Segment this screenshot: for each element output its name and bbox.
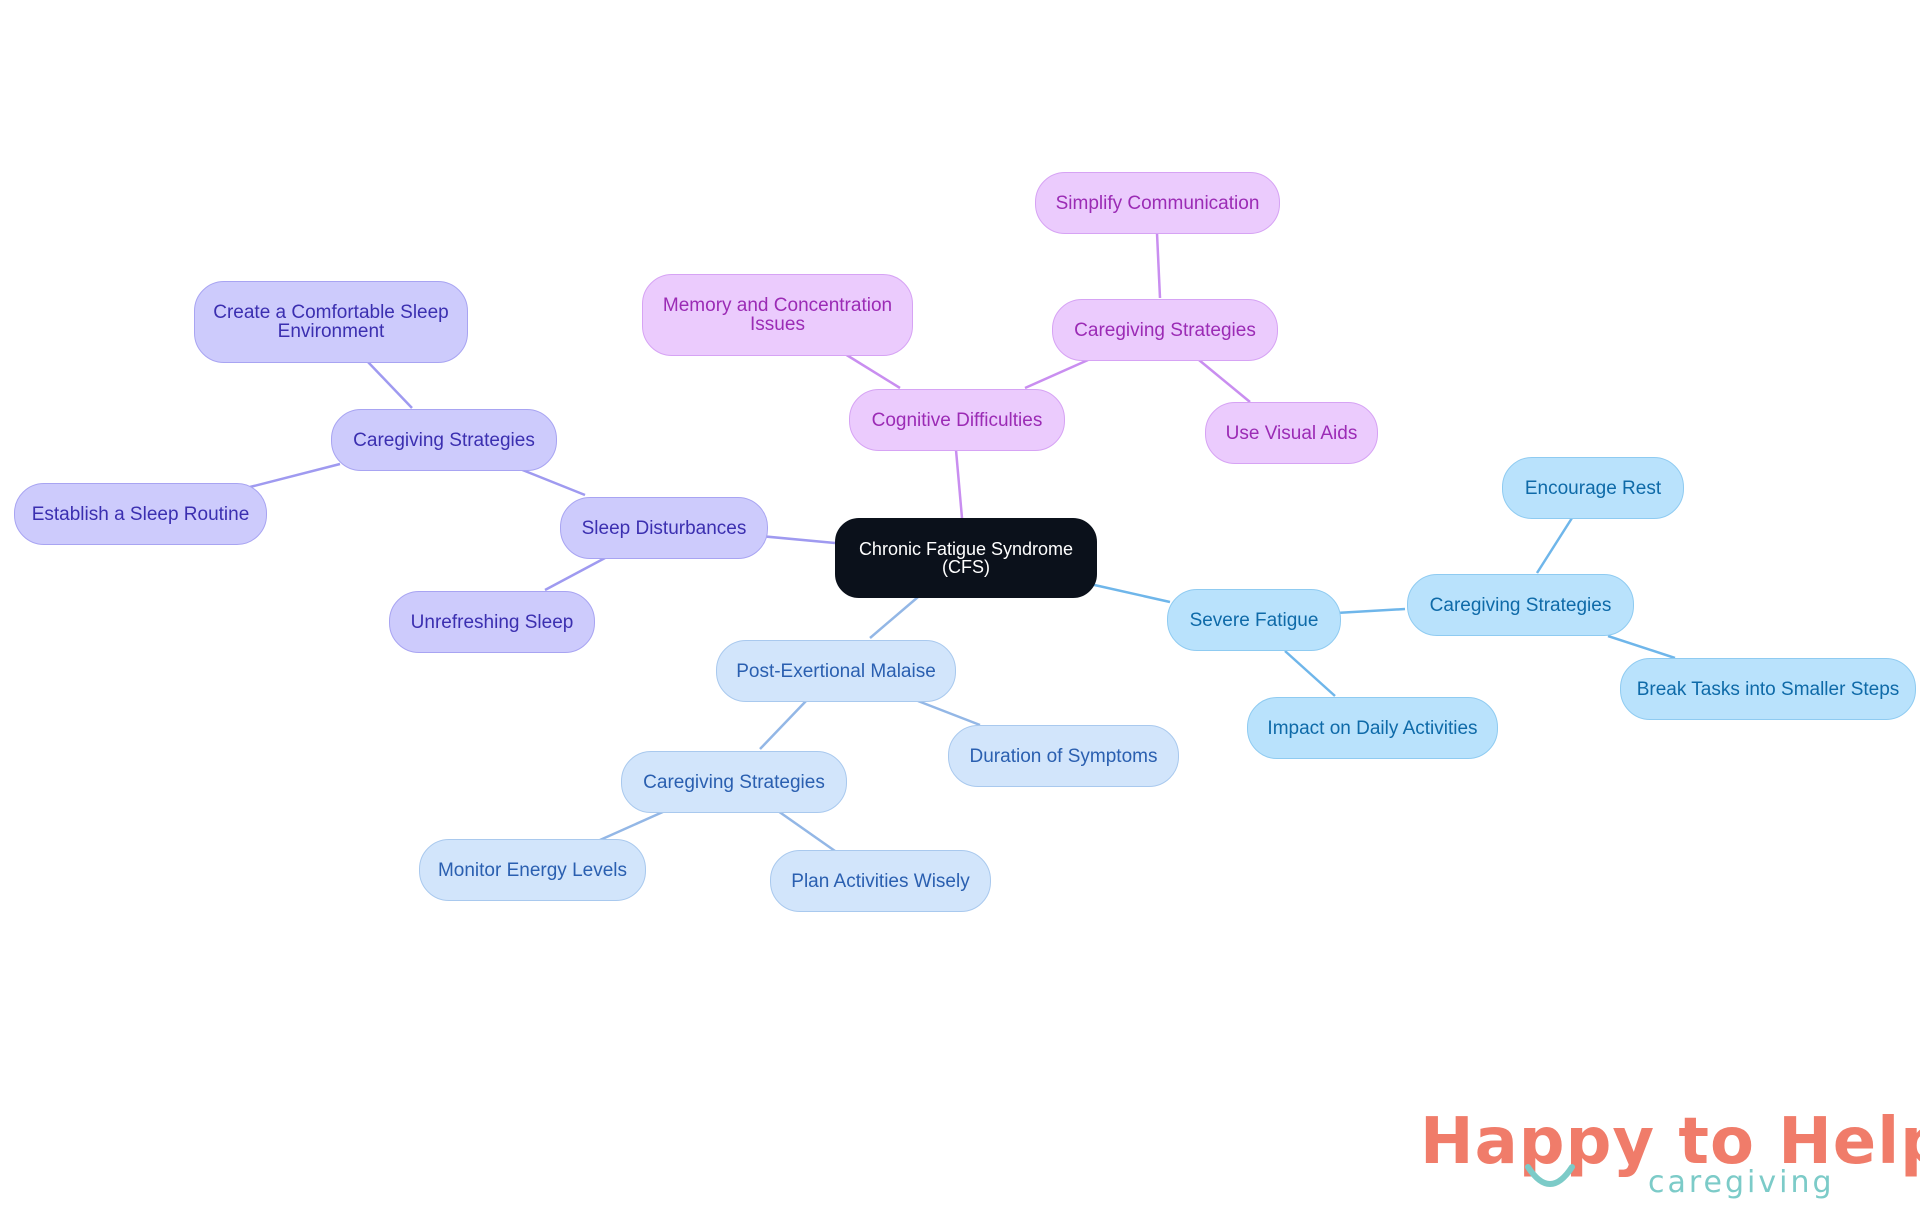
- logo-wordmark: Happy to Help: [1420, 1105, 1920, 1179]
- link-sleep-strategies: [519, 467, 586, 497]
- link-sleep-unrefreshing: [544, 556, 606, 592]
- node-fatigue-caregiving-strategies[interactable]: Caregiving Strategies: [1407, 574, 1634, 636]
- link-fat-impact: [1284, 650, 1336, 697]
- node-break-tasks[interactable]: Break Tasks into Smaller Steps: [1620, 658, 1916, 720]
- node-unrefreshing-sleep[interactable]: Unrefreshing Sleep: [389, 591, 595, 653]
- link-pem-strat-monitor: [599, 809, 666, 842]
- node-plan-activities-wisely[interactable]: Plan Activities Wisely: [770, 850, 991, 912]
- link-fat-strategies: [1335, 607, 1406, 615]
- link-sleep-strat-routine: [249, 462, 341, 489]
- link-fat-strat-rest: [1535, 517, 1574, 574]
- link-cog-memory: [844, 352, 901, 390]
- node-sleep-comfortable-environment[interactable]: Create a Comfortable Sleep Environment: [194, 281, 468, 363]
- node-memory-concentration[interactable]: Memory and Concentration Issues: [642, 274, 913, 356]
- node-severe-fatigue[interactable]: Severe Fatigue: [1167, 589, 1341, 651]
- link-center-pem: [869, 596, 919, 639]
- link-pem-duration: [917, 699, 981, 727]
- link-cog-strat-simplify: [1155, 232, 1162, 299]
- link-center-cognitive: [954, 449, 964, 519]
- node-pem-caregiving-strategies[interactable]: Caregiving Strategies: [621, 751, 847, 813]
- node-sleep-routine[interactable]: Establish a Sleep Routine: [14, 483, 267, 545]
- link-fat-strat-break: [1607, 634, 1676, 660]
- node-cognitive-caregiving-strategies[interactable]: Caregiving Strategies: [1052, 299, 1278, 361]
- node-monitor-energy-levels[interactable]: Monitor Energy Levels: [419, 839, 646, 901]
- link-sleep-strat-comfortable: [367, 361, 413, 409]
- link-pem-strategies: [759, 700, 807, 750]
- node-sleep-caregiving-strategies[interactable]: Caregiving Strategies: [331, 409, 557, 471]
- node-cognitive-difficulties[interactable]: Cognitive Difficulties: [849, 389, 1065, 451]
- node-use-visual-aids[interactable]: Use Visual Aids: [1205, 402, 1378, 464]
- node-sleep-disturbances[interactable]: Sleep Disturbances: [560, 497, 768, 559]
- center-node[interactable]: Chronic Fatigue Syndrome (CFS): [835, 518, 1097, 598]
- smile-icon: [1525, 1164, 1575, 1187]
- link-center-sleep: [759, 534, 836, 545]
- logo-tagline: caregiving: [1648, 1165, 1835, 1200]
- happy-to-help-logo: Happy to Help caregiving: [1420, 1105, 1920, 1205]
- node-duration-of-symptoms[interactable]: Duration of Symptoms: [948, 725, 1179, 787]
- link-cog-strategies: [1024, 358, 1089, 390]
- link-cog-strat-visual: [1198, 359, 1251, 403]
- node-simplify-communication[interactable]: Simplify Communication: [1035, 172, 1280, 234]
- node-impact-daily-activities[interactable]: Impact on Daily Activities: [1247, 697, 1498, 759]
- center-node-label: Chronic Fatigue Syndrome (CFS): [858, 539, 1074, 577]
- node-encourage-rest[interactable]: Encourage Rest: [1502, 457, 1684, 519]
- link-center-fatigue: [1089, 582, 1171, 604]
- link-pem-strat-plan: [777, 809, 836, 853]
- node-post-exertional-malaise[interactable]: Post-Exertional Malaise: [716, 640, 956, 702]
